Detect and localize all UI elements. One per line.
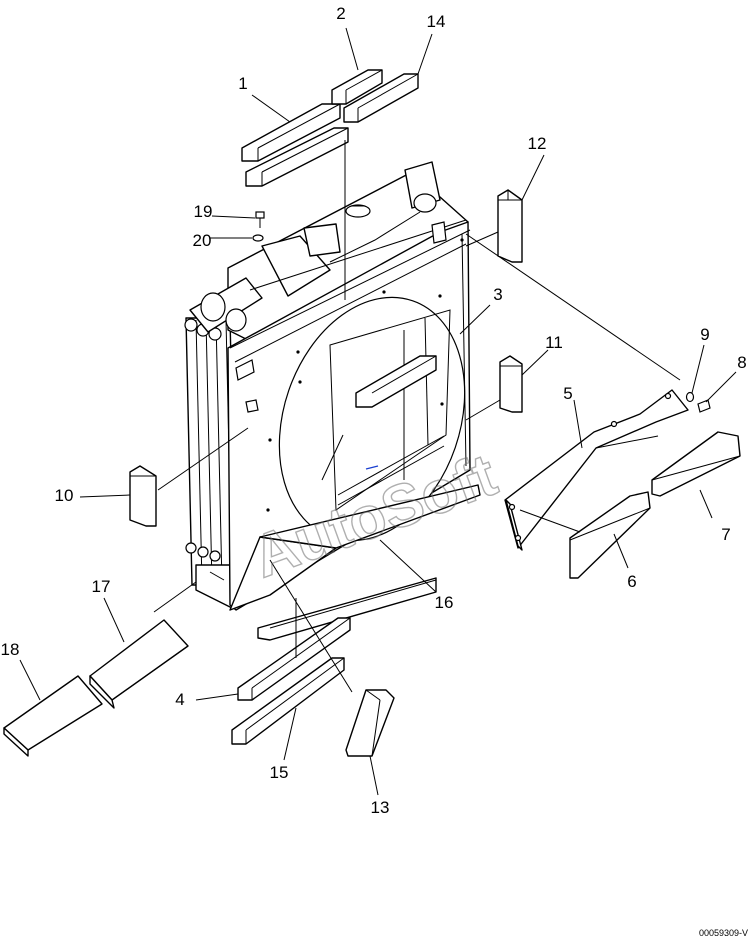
part-17-seal (89, 619, 189, 709)
callout-7: 7 (721, 525, 730, 544)
lower-guard (229, 484, 481, 611)
bolt-8 (697, 399, 711, 413)
part-14-seal (343, 73, 419, 123)
part-10-block (129, 465, 157, 527)
part-11-block (499, 355, 523, 413)
leader-lines (19, 27, 737, 796)
callout-18: 18 (1, 640, 20, 659)
part-13-seal (345, 689, 395, 757)
part-6-seal (569, 491, 651, 579)
callout-15: 15 (270, 763, 289, 782)
top-tank (189, 161, 469, 346)
part-18-seal (3, 675, 103, 757)
part-16-seal (257, 577, 437, 641)
part-1-seal (241, 103, 341, 162)
callout-16: 16 (435, 593, 454, 612)
callout-17: 17 (92, 577, 111, 596)
callout-10: 10 (55, 486, 74, 505)
callouts: 1 2 3 4 5 6 7 8 9 10 11 12 13 14 15 16 1… (1, 4, 747, 817)
center-seal (355, 355, 437, 408)
washer-20 (252, 234, 264, 242)
callout-11: 11 (545, 333, 563, 352)
callout-2: 2 (336, 4, 345, 23)
callout-20: 20 (193, 231, 212, 250)
part-5-plate (504, 389, 689, 551)
part-4-seal (237, 617, 351, 701)
callout-13: 13 (371, 798, 390, 817)
document-reference: 00059309-V (699, 928, 748, 938)
part-7-seal (651, 431, 741, 497)
callout-5: 5 (563, 384, 572, 403)
callout-3: 3 (493, 285, 502, 304)
radiator-core (184, 317, 237, 609)
bolt-19 (255, 211, 265, 228)
callout-8: 8 (737, 353, 746, 372)
part-15-seal (231, 657, 345, 745)
callout-4: 4 (175, 690, 184, 709)
callout-12: 12 (528, 134, 547, 153)
callout-6: 6 (627, 572, 636, 591)
callout-19: 19 (194, 202, 213, 221)
washer-9 (685, 391, 695, 403)
callout-1: 1 (238, 74, 247, 93)
part-12-block (497, 189, 523, 263)
part-1-seal-lower (245, 127, 349, 187)
callout-14: 14 (427, 12, 446, 31)
part-2-seal (331, 69, 383, 105)
callout-9: 9 (700, 325, 709, 344)
